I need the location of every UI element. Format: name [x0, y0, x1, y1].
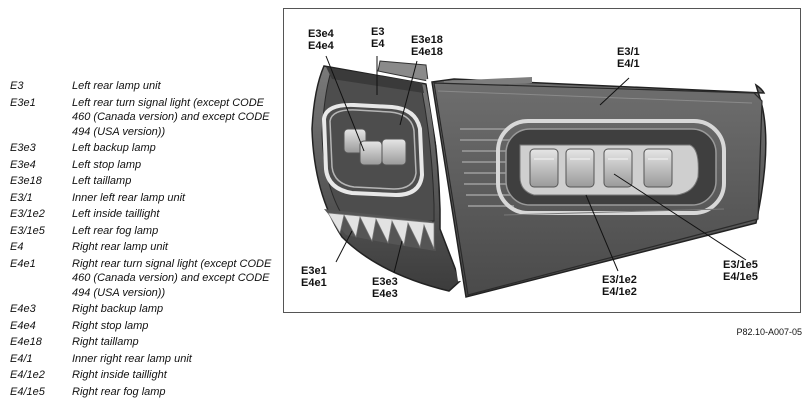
legend-description: Left backup lamp [72, 142, 156, 154]
figure-reference: P82.10-A007-05 [736, 327, 802, 337]
legend-code: E4/1e5 [10, 385, 45, 398]
legend-description: Right rear lamp unit [72, 241, 168, 253]
legend-row: E3/1e2 Left inside taillight [10, 207, 272, 222]
legend-code: E3e18 [10, 175, 42, 187]
legend-description: Right inside taillight [72, 369, 167, 381]
callout-e31e2: E3/1e2 E4/1e2 [602, 274, 637, 298]
tail-lamp-illustration [311, 55, 767, 298]
callout-e31e5-line1: E3/1e5 [723, 259, 758, 271]
legend-description: Left rear lamp unit [72, 80, 161, 92]
legend-row: E4e3 Right backup lamp [10, 302, 272, 317]
callout-e3e18: E3e18 E4e18 [411, 34, 443, 58]
legend-row: E3/1 Inner left rear lamp unit [10, 191, 272, 206]
callout-e31: E3/1 E4/1 [617, 46, 640, 70]
legend-description: Right taillamp [72, 336, 139, 348]
inner-lamp-unit [431, 77, 767, 298]
callout-e3-line2: E4 [371, 38, 385, 50]
outer-lamp-unit [311, 60, 461, 292]
legend-code: E4 [10, 241, 24, 253]
legend-description: Inner right rear lamp unit [72, 352, 192, 365]
legend-code: E3e3 [10, 142, 36, 154]
legend-description: Right stop lamp [72, 319, 149, 332]
legend-code: E3/1 [10, 191, 33, 204]
callout-e3e4-line2: E4e4 [308, 40, 334, 52]
legend-row: E3/1e5 Left rear fog lamp [10, 224, 272, 239]
legend-code: E4e1 [10, 257, 36, 270]
legend-code: E4e3 [10, 303, 36, 315]
legend-code: E3e1 [10, 96, 36, 109]
legend-code: E3/1e5 [10, 224, 45, 237]
callout-e31e5: E3/1e5 E4/1e5 [723, 259, 758, 283]
legend-row: E4 Right rear lamp unit [10, 240, 272, 255]
callout-e3e1-line1: E3e1 [301, 265, 327, 277]
legend-code: E3e4 [10, 158, 36, 171]
callout-e3e3-line1: E3e3 [372, 276, 398, 288]
callout-e3e18-line2: E4e18 [411, 46, 443, 58]
legend-description: Left rear turn signal light (except CODE… [72, 96, 270, 138]
legend-code: E4/1e2 [10, 369, 45, 381]
callout-e31e5-line2: E4/1e5 [723, 271, 758, 283]
legend-code: E4e4 [10, 319, 36, 332]
callout-e3: E3 E4 [371, 26, 384, 50]
legend-row: E3e18 Left taillamp [10, 174, 272, 189]
legend-description: Left rear fog lamp [72, 224, 159, 237]
callout-e3-line1: E3 [371, 26, 385, 38]
legend-code: E3 [10, 80, 24, 92]
legend-description: Right rear fog lamp [72, 385, 166, 398]
callout-e3e1: E3e1 E4e1 [301, 265, 327, 289]
legend-row: E4/1 Inner right rear lamp unit [10, 352, 272, 367]
callout-e31-line1: E3/1 [617, 46, 640, 58]
leader-lines [325, 55, 747, 274]
callout-e3e1-line2: E4e1 [301, 277, 327, 289]
callout-e31e2-line1: E3/1e2 [602, 274, 637, 286]
legend-row: E4e18 Right taillamp [10, 335, 272, 350]
legend-row: E4/1e2 Right inside taillight [10, 368, 272, 383]
legend-row: E4e4 Right stop lamp [10, 319, 272, 334]
callout-e31e2-line2: E4/1e2 [602, 286, 637, 298]
callout-e3e4-line1: E3e4 [308, 28, 334, 40]
callout-e3e18-line1: E3e18 [411, 34, 443, 46]
legend-row: E3 Left rear lamp unit [10, 79, 272, 94]
legend-row: E4e1 Right rear turn signal light (except… [10, 257, 272, 301]
callout-e3e3-line2: E4e3 [372, 288, 398, 300]
legend-code: E4e18 [10, 336, 42, 348]
callout-e3e4: E3e4 E4e4 [308, 28, 334, 52]
legend-row: E3e4 Left stop lamp [10, 158, 272, 173]
legend-code: E3/1e2 [10, 208, 45, 220]
legend-description: Inner left rear lamp unit [72, 191, 186, 204]
legend-row: E4/1e5 Right rear fog lamp [10, 385, 272, 400]
legend-row: E3e3 Left backup lamp [10, 141, 272, 156]
legend-description: Left stop lamp [72, 158, 142, 171]
legend-description: Right rear turn signal light (except COD… [72, 257, 272, 299]
legend-description: Left taillamp [72, 175, 132, 187]
callout-e3e3: E3e3 E4e3 [372, 276, 398, 300]
legend-description: Right backup lamp [72, 303, 164, 315]
tail-lamp-diagram: E3e4 E4e4 E3 E4 E3e18 E4e18 E3/1 E4/1 E3… [283, 8, 801, 313]
callout-e31-line2: E4/1 [617, 58, 640, 70]
legend-description: Left inside taillight [72, 208, 160, 220]
legend-row: E3e1 Left rear turn signal light (except … [10, 96, 272, 140]
legend-code: E4/1 [10, 352, 33, 365]
